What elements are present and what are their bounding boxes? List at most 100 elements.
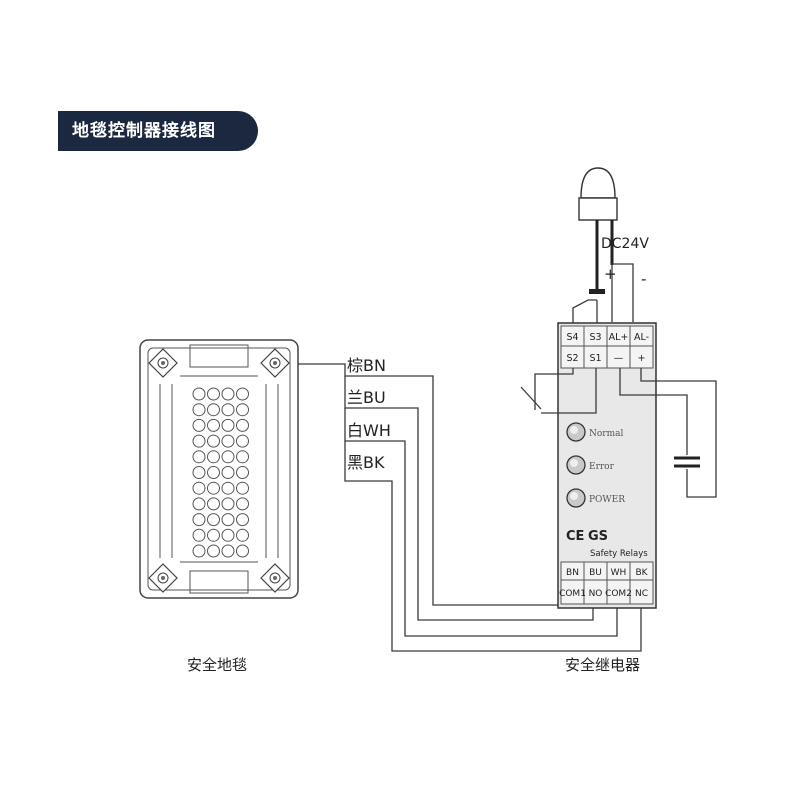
mat-dot: [236, 418, 249, 432]
mat-dot: [192, 497, 206, 511]
mat-corner-cap: [148, 563, 178, 593]
lamp-dome: [580, 167, 616, 199]
mat-dot: [192, 528, 206, 542]
terminal-label: BU: [589, 568, 602, 578]
s4-switch-link: [572, 299, 597, 323]
led-label: POWER: [589, 495, 625, 505]
mat-dot: [192, 466, 206, 479]
mat-dot: [192, 403, 206, 417]
mat-dot: [192, 450, 206, 464]
relay-top-terminal-labels: S4 S3 AL+ AL- S2 S1 — +: [566, 332, 649, 364]
mat-dot: [207, 513, 220, 527]
page-title: 地毯控制器接线图: [72, 121, 216, 141]
mat-dot: [221, 418, 235, 432]
caption-safety-mat: 安全地毯: [187, 656, 247, 674]
wire-bu: [344, 376, 594, 621]
caption-safety-relay: 安全继电器: [565, 656, 640, 674]
mat-dot: [207, 466, 220, 479]
wire-label-bu: 兰BU: [347, 388, 386, 407]
wire-labels: 棕BN 兰BU 白WH 黑BK: [347, 356, 391, 472]
mat-dot: [236, 513, 249, 527]
switch-contact: [520, 386, 542, 410]
title-banner: [58, 111, 258, 151]
relay-brand: Safety Relays: [590, 549, 648, 559]
mat-dot: [207, 528, 220, 542]
capacitor-wire-top: [619, 368, 688, 455]
mat-dot: [221, 513, 235, 527]
mat-dot: [221, 450, 235, 464]
mat-dot-grid: [192, 387, 249, 558]
mat-dot: [221, 544, 235, 558]
mat-dot: [221, 481, 235, 495]
wire-label-bk: 黑BK: [347, 453, 385, 472]
terminal-label: WH: [611, 568, 627, 578]
lamp-plug: [589, 289, 605, 294]
mat-dot: [192, 418, 206, 432]
mat-dot: [207, 403, 220, 417]
terminal-label: AL+: [609, 332, 629, 343]
mat-corner-caps: [148, 348, 290, 593]
mat-dot: [221, 497, 235, 511]
mat-dot: [207, 418, 220, 432]
terminal-label: AL-: [634, 332, 649, 343]
wire-wh: [344, 408, 618, 637]
minus-sign: -: [641, 270, 646, 288]
plus-sign: +: [604, 265, 617, 283]
relay-side-wiring: [520, 368, 717, 498]
terminal-label: —: [614, 353, 624, 364]
terminal-label: S1: [589, 353, 601, 364]
terminal-label: +: [638, 353, 646, 364]
terminal-label: COM1: [559, 589, 586, 599]
terminal-label: S4: [566, 332, 578, 343]
mat-dot: [221, 434, 235, 448]
s1-wire: [541, 368, 597, 414]
mat-corner-cap: [148, 348, 178, 378]
mat-dot: [221, 528, 235, 542]
mat-dot: [236, 528, 249, 542]
led-normal: Normal: [566, 422, 623, 442]
wire-bn: [298, 363, 573, 606]
gs-mark: GS: [588, 529, 608, 544]
mat-dot: [236, 497, 249, 511]
led-label: Error: [589, 462, 615, 472]
wire-label-bn: 棕BN: [347, 356, 386, 375]
ce-mark: CE: [566, 529, 584, 544]
mat-dot: [236, 434, 249, 448]
terminal-label: NC: [635, 589, 648, 599]
mat-dot: [221, 387, 235, 401]
mat-dot: [192, 434, 206, 448]
terminal-label: S2: [566, 353, 578, 364]
terminal-label: COM2: [605, 589, 632, 599]
mat-dot: [207, 497, 220, 511]
s2-wire: [534, 368, 574, 410]
mat-dot: [192, 544, 206, 558]
mat-dot: [236, 403, 249, 417]
mat-dot: [207, 450, 220, 464]
terminal-label: BK: [635, 568, 648, 578]
mat-corner-cap: [260, 348, 290, 378]
power-label: DC24V: [601, 236, 649, 252]
lamp-base: [578, 197, 618, 221]
lamp-wire-to-al-minus: [612, 263, 634, 322]
mat-top-bar: [189, 344, 249, 368]
warning-lamp: DC24V + -: [572, 167, 649, 323]
mat-corner-cap: [260, 563, 290, 593]
terminal-label: S3: [589, 332, 601, 343]
wire-bk: [344, 441, 642, 652]
mat-inner-frame: [147, 347, 291, 591]
mat-dot: [236, 466, 249, 479]
mat-dot: [192, 481, 206, 495]
led-error: Error: [566, 455, 615, 475]
mat-dot: [207, 434, 220, 448]
mat-dot: [207, 387, 220, 401]
mat-bottom-bar: [189, 570, 249, 594]
mat-dot: [236, 481, 249, 495]
mat-outer-frame: [139, 339, 299, 599]
mat-dot: [192, 387, 206, 401]
mat-dot: [236, 387, 249, 401]
